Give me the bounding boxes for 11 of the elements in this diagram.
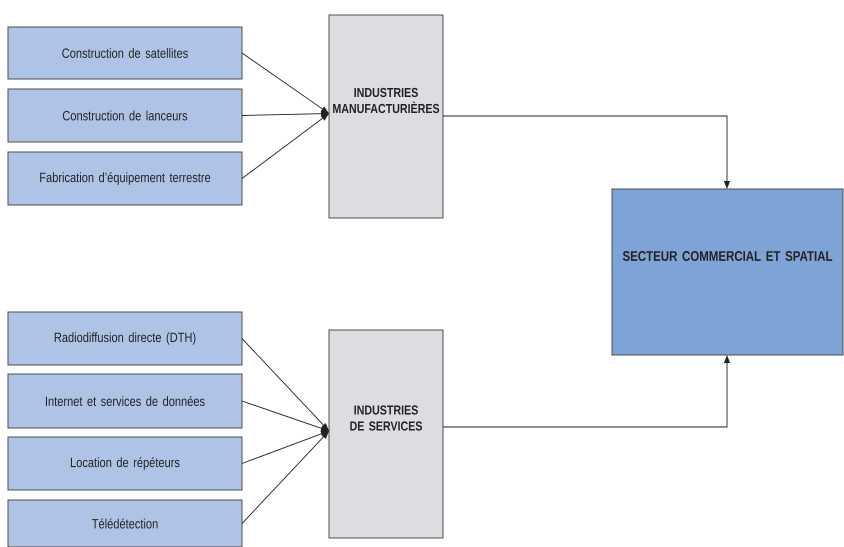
source-box: Télédétection (8, 500, 242, 547)
source-box: Construction de satellites (8, 26, 242, 80)
source-box: Fabrication d’équipement terrestre (8, 152, 242, 206)
sector-box: SECTEUR COMMERCIAL ET SPATIAL (612, 188, 844, 356)
source-box: Internet et services de données (8, 374, 242, 428)
source-box: Location de répéteurs (8, 436, 242, 490)
industry-box: INDUSTRIES DE SERVICES (328, 330, 444, 538)
industry-box: INDUSTRIES MANUFACTURIÈRES (328, 14, 444, 218)
source-box: Construction de lanceurs (8, 88, 242, 142)
source-box: Radiodiffusion directe (DTH) (8, 312, 242, 366)
arrow (242, 338, 329, 431)
